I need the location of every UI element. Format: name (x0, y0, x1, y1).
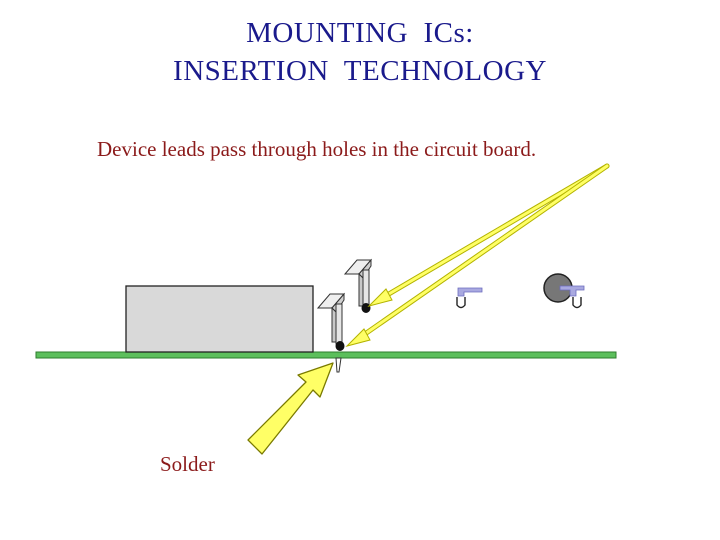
page-title: MOUNTING ICs: INSERTION TECHNOLOGY (0, 14, 720, 90)
caption-text: Device leads pass through holes in the c… (97, 137, 537, 161)
circuit-board (35, 351, 617, 359)
solder-label: Solder (160, 452, 215, 476)
front-lead (316, 292, 346, 373)
title-line-2: INSERTION TECHNOLOGY (173, 55, 547, 87)
solder-arrow (247, 362, 334, 455)
ic-package (125, 285, 314, 353)
title-line-1: MOUNTING ICs: (246, 17, 474, 49)
back-lead (343, 258, 373, 313)
empty-hole-1 (456, 287, 483, 309)
arrow-to-back-lead (367, 163, 610, 307)
arrow-to-front-lead (345, 163, 610, 347)
hole-with-ball (543, 273, 585, 309)
